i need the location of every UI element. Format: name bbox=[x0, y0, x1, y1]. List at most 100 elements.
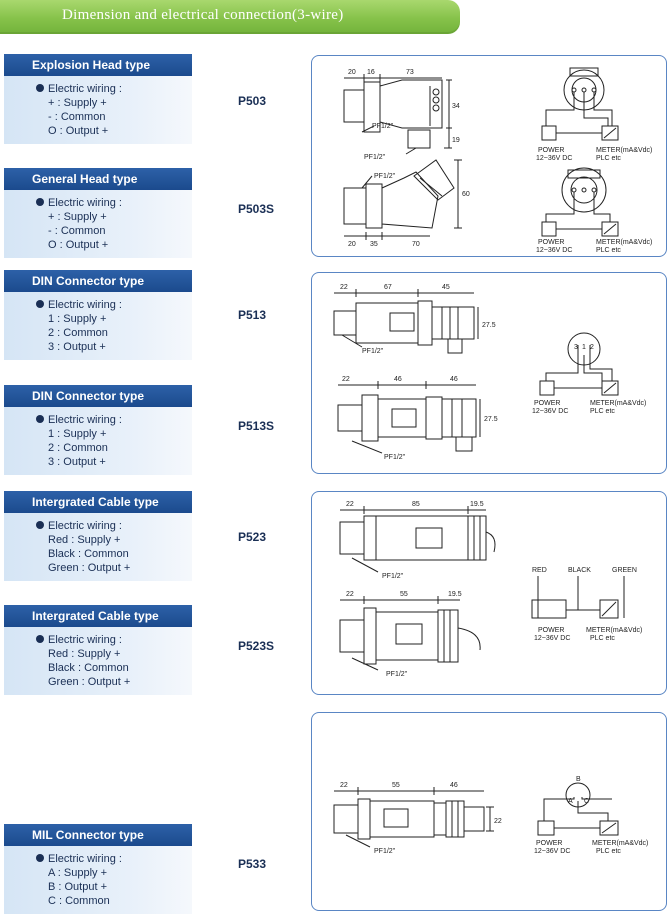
diagram-panel-p533: 22 55 46 22 PF1/2" B A C POWER 12~36V DC… bbox=[311, 712, 667, 911]
diagram-p523: 22 85 19.5 PF1/2" 22 55 19.5 PF1/2" RED … bbox=[339, 501, 642, 678]
card-explosion-head: Explosion Head type Electric wiring : + … bbox=[4, 54, 192, 144]
diagram-p533: 22 55 46 22 PF1/2" B A C POWER 12~36V DC… bbox=[333, 776, 648, 855]
dim-label: 22 bbox=[340, 284, 348, 291]
card-body: Electric wiring : Red : Supply + Black :… bbox=[4, 627, 192, 695]
meter-spec: PLC etc bbox=[590, 635, 615, 642]
power-label: POWER bbox=[538, 239, 564, 246]
dim-label: 73 bbox=[406, 69, 414, 76]
wiring-line: 2 : Common bbox=[48, 442, 108, 454]
card-general-head: General Head type Electric wiring : + : … bbox=[4, 168, 192, 258]
power-spec: 12~36V DC bbox=[534, 848, 570, 855]
pin-label: 2 bbox=[590, 344, 594, 351]
bullet-icon bbox=[36, 84, 44, 92]
diagram-panel-p513: 22 67 45 27.5 PF1/2" 22 46 46 27.5 PF1/2… bbox=[311, 272, 667, 474]
model-label: P503S bbox=[238, 202, 275, 216]
card-header: DIN Connector type bbox=[4, 270, 192, 292]
dim-label: 20 bbox=[348, 241, 356, 248]
card-header: Intergrated Cable type bbox=[4, 491, 192, 513]
page-title: Dimension and electrical connection(3-wi… bbox=[62, 7, 344, 23]
card-body: Electric wiring : 1 : Supply + 2 : Commo… bbox=[4, 407, 192, 475]
thread-label: PF1/2" bbox=[372, 123, 394, 130]
thread-label: PF1/2" bbox=[382, 573, 404, 580]
model-label: P503 bbox=[238, 94, 267, 108]
meter-label: METER(mA&Vdc) bbox=[596, 147, 652, 154]
meter-label: METER(mA&Vdc) bbox=[590, 400, 646, 407]
dim-label: 22 bbox=[340, 782, 348, 789]
pin-label: B bbox=[576, 776, 581, 783]
meter-label: METER(mA&Vdc) bbox=[592, 840, 648, 847]
meter-spec: PLC etc bbox=[590, 408, 615, 415]
dim-label: 34 bbox=[452, 103, 460, 110]
dim-label: 22 bbox=[346, 501, 354, 508]
dim-label: 67 bbox=[384, 284, 392, 291]
dim-label: 60 bbox=[462, 191, 470, 198]
wiring-line: 1 : Supply + bbox=[48, 313, 107, 325]
wiring-line: Green : Output + bbox=[48, 676, 131, 688]
card-header: MIL Connector type bbox=[4, 824, 192, 846]
meter-spec: PLC etc bbox=[596, 155, 621, 162]
card-body: Electric wiring : 1 : Supply + 2 : Commo… bbox=[4, 292, 192, 360]
wiring-label: Electric wiring : bbox=[48, 197, 122, 209]
wiring-label: Electric wiring : bbox=[48, 414, 122, 426]
thread-label: PF1/2" bbox=[364, 154, 386, 161]
wiring-line: Black : Common bbox=[48, 662, 129, 674]
dim-label: 20 bbox=[348, 69, 356, 76]
card-body: Electric wiring : A : Supply + B : Outpu… bbox=[4, 846, 192, 914]
meter-spec: PLC etc bbox=[596, 247, 621, 254]
card-body: Electric wiring : + : Supply + - : Commo… bbox=[4, 190, 192, 258]
wiring-label: Electric wiring : bbox=[48, 853, 122, 865]
bullet-icon bbox=[36, 415, 44, 423]
card-header: Intergrated Cable type bbox=[4, 605, 192, 627]
dim-label: 46 bbox=[450, 782, 458, 789]
dim-label: 27.5 bbox=[482, 322, 496, 329]
card-body: Electric wiring : Red : Supply + Black :… bbox=[4, 513, 192, 581]
dim-label: 22 bbox=[346, 591, 354, 598]
dim-label: 19.5 bbox=[470, 501, 484, 508]
card-mil-connector: MIL Connector type Electric wiring : A :… bbox=[4, 824, 192, 914]
card-integrated-cable: Intergrated Cable type Electric wiring :… bbox=[4, 491, 192, 581]
diagram-panel-p523: 22 85 19.5 PF1/2" 22 55 19.5 PF1/2" RED … bbox=[311, 491, 667, 695]
thread-label: PF1/2" bbox=[362, 348, 384, 355]
wiring-line: 2 : Common bbox=[48, 327, 108, 339]
power-spec: 12~36V DC bbox=[536, 247, 572, 254]
wiring-line: + : Supply + bbox=[48, 97, 107, 109]
wiring-line: B : Output + bbox=[48, 881, 108, 893]
wiring-line: O : Output + bbox=[48, 239, 109, 251]
bullet-icon bbox=[36, 521, 44, 529]
model-label: P523S bbox=[238, 639, 275, 653]
power-spec: 12~36V DC bbox=[536, 155, 572, 162]
bullet-icon bbox=[36, 854, 44, 862]
card-header: Explosion Head type bbox=[4, 54, 192, 76]
dim-label: 16 bbox=[367, 69, 375, 76]
dim-label: 19.5 bbox=[448, 591, 462, 598]
dim-label: 22 bbox=[494, 818, 502, 825]
wiring-line: Black : Common bbox=[48, 548, 129, 560]
wire-red-label: RED bbox=[532, 567, 547, 574]
wiring-line: O : Output + bbox=[48, 125, 109, 137]
wiring-line: 3 : Output + bbox=[48, 456, 106, 468]
diagram-panel-p503: 20 16 73 34 19 PF1/2" PF1/2" PF1/2" 60 2… bbox=[311, 55, 667, 257]
wire-green-label: GREEN bbox=[612, 567, 637, 574]
wiring-line: C : Common bbox=[48, 895, 110, 907]
wire-black-label: BLACK bbox=[568, 567, 591, 574]
pin-label: C bbox=[584, 798, 589, 805]
dim-label: 55 bbox=[392, 782, 400, 789]
wiring-line: 3 : Output + bbox=[48, 341, 106, 353]
diagram-p513: 22 67 45 27.5 PF1/2" 22 46 46 27.5 PF1/2… bbox=[333, 284, 646, 461]
dim-label: 85 bbox=[412, 501, 420, 508]
dim-label: 46 bbox=[450, 376, 458, 383]
wiring-line: 1 : Supply + bbox=[48, 428, 107, 440]
thread-label: PF1/2" bbox=[374, 173, 396, 180]
pin-label: 3 bbox=[574, 344, 578, 351]
dim-label: 46 bbox=[394, 376, 402, 383]
card-header: DIN Connector type bbox=[4, 385, 192, 407]
model-label: P513S bbox=[238, 419, 275, 433]
wiring-label: Electric wiring : bbox=[48, 634, 122, 646]
power-label: POWER bbox=[538, 147, 564, 154]
card-din-connector: DIN Connector type Electric wiring : 1 :… bbox=[4, 270, 192, 360]
dim-label: 22 bbox=[342, 376, 350, 383]
wiring-label: Electric wiring : bbox=[48, 83, 122, 95]
pin-label: 1 bbox=[582, 344, 586, 351]
thread-label: PF1/2" bbox=[384, 454, 406, 461]
thread-label: PF1/2" bbox=[374, 848, 396, 855]
